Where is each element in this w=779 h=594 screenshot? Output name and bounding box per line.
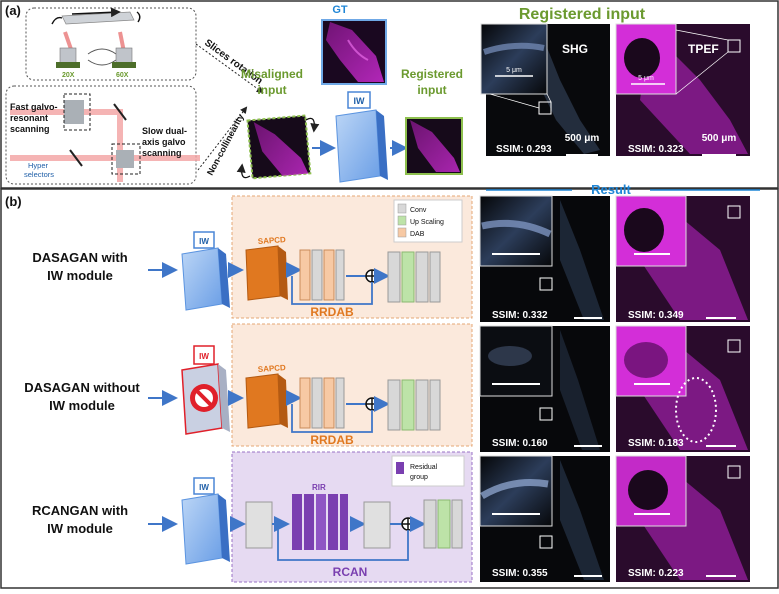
row2-tpef-result (615, 325, 750, 452)
row1-title-2: IW module (47, 268, 113, 283)
row2-title-2: IW module (49, 398, 115, 413)
fast-galvo-box (63, 93, 91, 131)
tpef-registered-panel (615, 23, 750, 156)
row2-block-label: RRDAB (310, 433, 354, 447)
shg-scale-5um: 5 μm (506, 67, 522, 74)
row1-shg-result (479, 195, 610, 322)
row3-shg-result (479, 455, 610, 582)
row2-sapcd-label: SAPCD (258, 363, 287, 374)
row1-iw-label: IW (199, 237, 209, 246)
tpef-label: TPEF (688, 42, 719, 56)
legend-residual-2: group (410, 474, 428, 481)
slow-galvo-box (111, 143, 141, 175)
iw-module-a: IW (335, 91, 388, 183)
row3-ssim-shg: SSIM: 0.355 (492, 568, 548, 579)
row1-tpef-result (615, 195, 750, 322)
row1-sapcd-label: SAPCD (258, 235, 287, 246)
hyper-selectors-label-2: selectors (24, 170, 54, 179)
misaligned-input-label-2: input (257, 83, 286, 97)
noncollinearity-arrow (197, 106, 248, 171)
row2-shg-result (479, 325, 610, 452)
gt-image (321, 19, 387, 85)
registered-input-small-label-1: Registered (401, 67, 463, 81)
slow-galvo-label-3: scanning (142, 148, 182, 158)
rotation-arrow (195, 43, 264, 94)
hyper-selectors-label-1: Hyper (28, 161, 49, 170)
row3-rir-label: RIR (312, 483, 326, 492)
row3-iw-label: IW (199, 483, 209, 492)
legend-row1: Conv Up Scaling DAB (393, 199, 463, 243)
panel-a-label: (a) (5, 3, 21, 18)
slide-icon (51, 7, 141, 25)
registered-input-title: Registered input (519, 6, 646, 23)
row2-title-1: DASAGAN without (24, 380, 140, 395)
slow-galvo-label-1: Slow dual- (142, 126, 187, 136)
row3-ssim-tpef: SSIM: 0.223 (628, 568, 684, 579)
row2-ssim-shg: SSIM: 0.160 (492, 438, 548, 449)
shg-scale-500um: 500 μm (565, 133, 600, 144)
tpef-scale-500um: 500 μm (702, 133, 737, 144)
row3-block-label: RCAN (333, 565, 368, 579)
tpef-scale-5um: 5 μm (638, 75, 654, 82)
row1-network: IW SAPCD RRDAB (148, 231, 441, 319)
legend-row3: Residual group (391, 455, 465, 487)
shg-registered-panel (480, 23, 610, 156)
laser-path (10, 100, 200, 182)
non-collinearity-label: Non-collinearity (205, 112, 246, 177)
fast-galvo-label-2: resonant (10, 113, 48, 123)
objective-60x-icon (112, 31, 136, 68)
row2-ssim-tpef: SSIM: 0.183 (628, 438, 684, 449)
row2-network: IW SAPCD RRDAB (148, 345, 441, 447)
highlight-ellipse (675, 377, 717, 443)
shg-ssim-a: SSIM: 0.293 (496, 144, 552, 155)
row2-iw-label: IW (199, 352, 209, 361)
rotate-arrow-top (305, 117, 320, 133)
row1-title-1: DASAGAN with (32, 250, 127, 265)
misaligned-input-label-1: Misaligned (241, 67, 303, 81)
panel-b-frame (0, 188, 779, 589)
legend-upscaling: Up Scaling (410, 219, 444, 226)
slow-galvo-label-2: axis galvo (142, 137, 186, 147)
row3-title-1: RCANGAN with (32, 503, 128, 518)
registered-input-image (405, 117, 463, 175)
swap-arrows-icon (87, 48, 117, 66)
row1-block-label: RRDAB (310, 305, 354, 319)
fast-galvo-label-1: Fast galvo- (10, 102, 58, 112)
legend-conv: Conv (410, 207, 427, 214)
panel-a-frame (0, 0, 779, 189)
legend-residual-1: Residual (410, 464, 438, 471)
objective-60x-label: 60X (116, 72, 129, 79)
objective-20x-icon (56, 31, 80, 68)
misaligned-input-image (246, 114, 312, 180)
row1-ssim-tpef: SSIM: 0.349 (628, 310, 684, 321)
tpef-ssim-a: SSIM: 0.323 (628, 144, 684, 155)
result-title: Result (591, 182, 631, 197)
row3-network: IW RIR RCAN (148, 477, 463, 579)
gt-label: GT (332, 4, 348, 16)
rotate-arrow-bottom (236, 163, 251, 179)
row1-ssim-shg: SSIM: 0.332 (492, 310, 548, 321)
shg-label: SHG (562, 42, 588, 56)
row3-title-2: IW module (47, 521, 113, 536)
objective-20x-label: 20X (62, 72, 75, 79)
scanner-box (5, 85, 197, 185)
panel-b-label: (b) (5, 194, 22, 209)
iw-label-a: IW (354, 96, 366, 106)
legend-dab: DAB (410, 231, 425, 238)
row3-tpef-result (615, 455, 750, 582)
fast-galvo-label-3: scanning (10, 124, 50, 134)
registered-input-small-label-2: input (417, 83, 446, 97)
